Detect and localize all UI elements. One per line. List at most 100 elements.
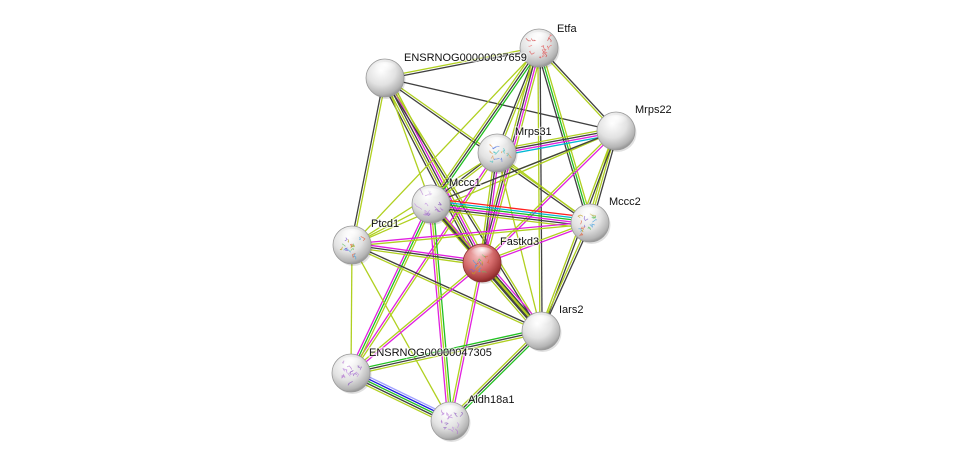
edge-line-textmining	[351, 245, 541, 333]
edge-line-textmining	[351, 153, 499, 374]
edge-line-textmining	[540, 47, 593, 223]
node-mrps22[interactable]	[596, 111, 637, 152]
node-label-etfa: Etfa	[557, 23, 577, 35]
edge-line-db	[431, 200, 591, 221]
node-label-aldh18a1: Aldh18a1	[468, 394, 515, 406]
edge-mrps31-iars2[interactable]	[496, 152, 542, 332]
node-highlight	[527, 32, 551, 46]
node-highlight	[604, 115, 628, 129]
edge-ptcd1-iars2[interactable]	[351, 243, 542, 333]
edge-mccc1-mrps22[interactable]	[430, 130, 617, 205]
edge-line-experiments	[352, 242, 483, 262]
edge-etfa-iars2[interactable]	[537, 47, 543, 332]
edge-mccc1-ensrnog00000047305[interactable]	[348, 202, 434, 375]
node-label-mccc1: Mccc1	[449, 177, 481, 189]
node-aldh18a1[interactable]	[430, 401, 471, 442]
edge-line-coexpression	[430, 130, 617, 205]
edge-line-coexpression	[351, 244, 483, 264]
edge-line-coexpression	[539, 47, 543, 331]
edge-ensrnog00000037659-mccc1[interactable]	[384, 77, 432, 205]
edge-mrps31-mccc2[interactable]	[496, 152, 591, 224]
edge-line-experiments	[386, 76, 485, 263]
edge-line-coexpression	[384, 77, 483, 264]
edge-line-coexpression	[385, 48, 540, 80]
node-label-mrps31: Mrps31	[515, 126, 552, 138]
edge-fastkd3-ensrnog00000047305[interactable]	[349, 261, 484, 375]
edge-mrps22-ptcd1[interactable]	[351, 130, 617, 246]
edge-mrps22-fastkd3[interactable]	[480, 129, 618, 265]
node-ptcd1[interactable]	[332, 225, 373, 266]
node-highlight	[529, 315, 553, 329]
edge-line-textmining	[496, 152, 542, 332]
node-mccc2[interactable]	[570, 203, 611, 244]
edge-line-textmining	[384, 77, 432, 205]
edge-line-textmining	[351, 130, 617, 246]
edge-line-experiments	[348, 202, 430, 373]
node-label-ensrnog00000047305: ENSRNOG00000047305	[369, 347, 492, 359]
edge-line-textmining	[428, 46, 538, 204]
edge-line-experiments	[450, 263, 484, 422]
edge-line-coexpression	[430, 206, 590, 227]
edge-line-neighborhood	[432, 203, 453, 421]
nodes-layer	[331, 28, 637, 442]
edge-mccc1-mccc2[interactable]	[430, 197, 591, 230]
edge-iars2-aldh18a1[interactable]	[447, 328, 544, 424]
edge-iars2-ensrnog00000047305[interactable]	[350, 328, 542, 376]
node-label-ptcd1: Ptcd1	[371, 218, 399, 230]
node-label-mrps22: Mrps22	[635, 104, 672, 116]
edge-line-coexpression	[496, 129, 616, 153]
edge-line-coexpression	[541, 223, 592, 332]
edge-line-textmining	[351, 47, 540, 246]
edge-line-experiments	[428, 204, 449, 422]
node-label-ensrnog00000037659: ENSRNOG00000037659	[404, 52, 527, 64]
edge-mccc1-aldh18a1[interactable]	[428, 203, 453, 422]
edge-line-textmining	[496, 152, 591, 224]
edge-ensrnog00000037659-etfa[interactable]	[384, 46, 540, 80]
edge-line-textmining	[384, 46, 539, 78]
edge-ptcd1-ensrnog00000047305[interactable]	[350, 244, 353, 374]
node-highlight	[578, 207, 602, 221]
node-mccc1[interactable]	[411, 184, 452, 225]
edge-line-neighborhood	[431, 202, 591, 223]
edge-line-neighborhood	[451, 332, 544, 424]
node-mrps31[interactable]	[477, 133, 518, 174]
edge-ensrnog00000037659-ptcd1[interactable]	[350, 77, 387, 246]
edge-etfa-mccc1[interactable]	[428, 46, 542, 206]
edge-line-coexpression	[350, 77, 385, 245]
edge-line-textmining	[352, 78, 387, 246]
edge-line-coexpression	[430, 47, 540, 205]
node-ensrnog00000037659[interactable]	[365, 58, 406, 99]
edge-mccc2-iars2[interactable]	[539, 222, 592, 332]
node-ensrnog00000047305[interactable]	[331, 353, 372, 394]
edge-line-neighborhood	[538, 47, 591, 224]
edge-line-textmining	[352, 204, 434, 375]
edge-line-coexpression	[350, 330, 542, 374]
node-label-mccc2: Mccc2	[609, 196, 641, 208]
node-highlight	[419, 188, 443, 202]
edge-fastkd3-aldh18a1[interactable]	[448, 262, 484, 422]
node-highlight	[485, 137, 509, 151]
edge-line-experiments	[497, 131, 617, 155]
node-highlight	[373, 62, 397, 76]
edge-line-textmining	[351, 332, 542, 376]
edge-line-coexpression	[536, 48, 589, 224]
edge-line-experiments	[351, 263, 484, 375]
node-label-fastkd3: Fastkd3	[500, 236, 539, 248]
node-highlight	[438, 405, 462, 419]
edge-line-textmining	[349, 261, 482, 373]
edge-line-coexpression	[449, 330, 542, 422]
edge-line-coexpression	[383, 78, 541, 332]
node-fastkd3[interactable]	[462, 243, 503, 284]
edge-etfa-mccc2[interactable]	[536, 47, 593, 224]
edge-etfa-ptcd1[interactable]	[351, 47, 540, 246]
edge-mccc2-ptcd1[interactable]	[351, 221, 591, 247]
node-etfa[interactable]	[519, 28, 560, 69]
edge-line-textmining	[351, 246, 482, 266]
edge-line-textmining	[448, 262, 482, 421]
edge-line-textmining	[447, 328, 540, 420]
edge-ptcd1-fastkd3[interactable]	[351, 242, 483, 266]
node-iars2[interactable]	[521, 311, 562, 352]
edge-mrps31-ensrnog00000047305[interactable]	[349, 152, 499, 374]
edge-line-neighborhood	[350, 203, 432, 374]
edge-line-textmining	[430, 208, 590, 230]
